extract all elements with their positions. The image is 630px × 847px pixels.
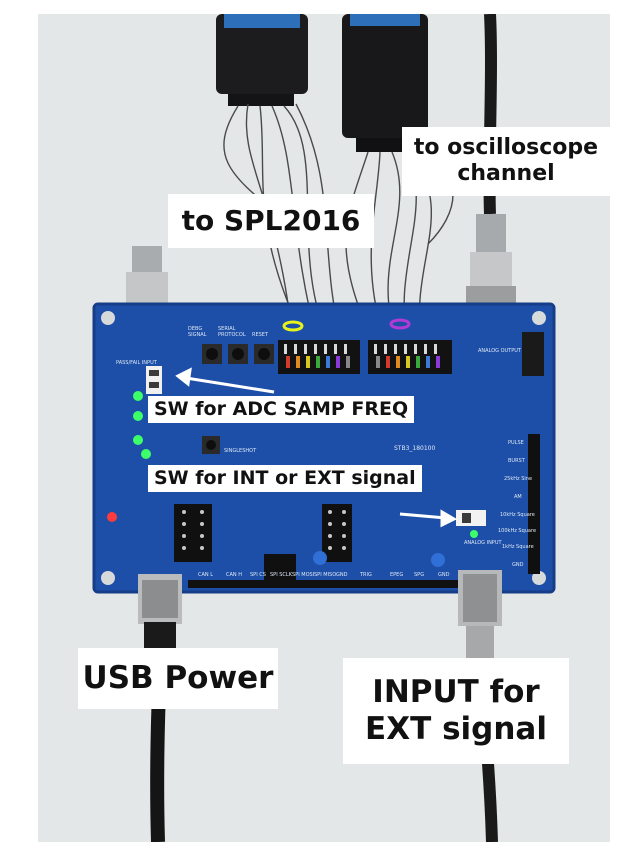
- probe-header-right: [368, 340, 452, 374]
- arrow-adc: [175, 367, 275, 394]
- silk-pin-9: SPG: [414, 572, 424, 578]
- silk-pin-8: EPEG: [390, 572, 403, 578]
- silk-pin-5: SPI MISO: [314, 572, 336, 578]
- label-int-ext: SW for INT or EXT signal: [148, 465, 422, 492]
- silk-pin-3: SPI SCLK: [270, 572, 293, 578]
- silk-pin-0: CAN L: [198, 572, 213, 578]
- label-input-ext-line1: INPUT for: [372, 674, 540, 710]
- logic-probe-left: [216, 14, 308, 106]
- silk-board-id: STB3_180100: [394, 445, 435, 452]
- label-oscilloscope-line2: channel: [457, 161, 555, 187]
- ring-yellow: [282, 320, 304, 332]
- silk-analog-input: ANALOG INPUT: [464, 540, 502, 546]
- label-spl: to SPL2016: [168, 194, 374, 248]
- silk-serial: SERIAL: [218, 326, 236, 332]
- silk-wave-5: 100kHz Square: [498, 528, 536, 534]
- potentiometer-1: [313, 551, 327, 565]
- silk-signal: SIGNAL: [188, 332, 207, 338]
- silk-wave-2: 25kHz Sine: [504, 476, 532, 482]
- label-input-ext-line2: EXT signal: [365, 711, 547, 748]
- led-green-4: [141, 449, 151, 459]
- pin-header-mid: [174, 504, 352, 582]
- led-green-1: [133, 391, 143, 401]
- silk-debug: DEBG: [188, 326, 202, 332]
- dip-switch-left: [146, 366, 162, 394]
- silk-bottom-pins: CAN L CAN H SPI CS SPI SCLK SPI MOSI SPI…: [198, 572, 450, 578]
- photo: PASS/FAIL INPUT ANALOG OUTPUT ANALOG INP…: [38, 14, 610, 842]
- silk-reset: RESET: [252, 332, 269, 338]
- logic-probe-right: [342, 14, 428, 152]
- probe-header-left: [278, 340, 360, 374]
- bottom-connector: [188, 580, 488, 588]
- label-input-ext: INPUT for EXT signal: [343, 658, 569, 765]
- silk-wave-4: 10kHz Square: [500, 512, 535, 518]
- label-usb: USB Power: [78, 648, 278, 710]
- silk-pin-2: SPI CS: [250, 572, 266, 578]
- led-green-3: [133, 435, 143, 445]
- arrow-int-ext: [399, 509, 458, 528]
- silk-pass-fail: PASS/FAIL INPUT: [116, 360, 158, 366]
- silk-waveform-labels: PULSE BURST 25kHz Sine AM 10kHz Square 1…: [498, 440, 536, 568]
- silk-wave-3: AM: [514, 494, 522, 500]
- int-ext-switch: [456, 510, 486, 538]
- silk-analog-output: ANALOG OUTPUT: [478, 348, 522, 354]
- led-red: [107, 512, 117, 522]
- silk-pin-6: GND: [336, 572, 348, 578]
- potentiometer-2: [431, 553, 445, 567]
- push-buttons: [202, 344, 274, 454]
- silk-protocol: PROTOCOL: [218, 332, 246, 338]
- right-pin-header: [522, 332, 544, 376]
- silk-pin-1: CAN H: [226, 572, 242, 578]
- ring-purple: [389, 318, 411, 330]
- label-adc-freq: SW for ADC SAMP FREQ: [148, 396, 415, 423]
- silk-wave-6: 1kHz Square: [502, 544, 534, 550]
- waveform-header: [528, 434, 540, 574]
- led-green-2: [133, 411, 143, 421]
- label-oscilloscope-line1: to oscilloscope: [413, 135, 599, 160]
- silk-wave-7: GND: [512, 562, 524, 568]
- silk-pin-10: GND: [438, 572, 450, 578]
- label-oscilloscope: to oscilloscope channel: [402, 127, 610, 196]
- silk-wave-1: BURST: [508, 458, 526, 464]
- silk-pin-4: SPI MOSI: [292, 572, 314, 578]
- silk-wave-0: PULSE: [508, 440, 524, 446]
- silk-singleshot: SINGLESHOT: [224, 448, 257, 454]
- silk-pin-7: TRIG: [359, 572, 372, 578]
- pin-dots: [182, 510, 346, 550]
- usb-cable: [138, 574, 182, 842]
